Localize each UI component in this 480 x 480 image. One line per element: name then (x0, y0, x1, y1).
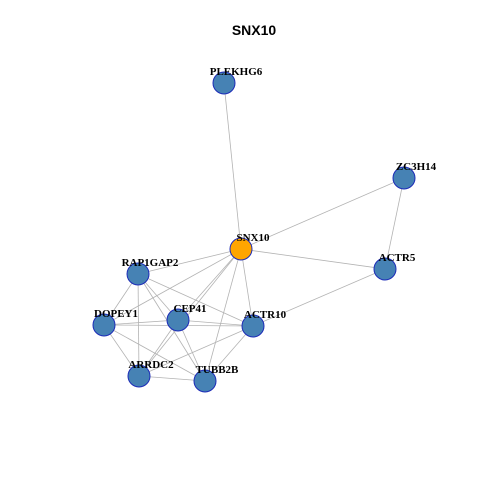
edge-actr10-tubb2b (204, 325, 254, 382)
edge-snx10-rap1gap2 (137, 248, 242, 275)
node-zc3h14[interactable]: ZC3H14 (392, 161, 437, 190)
node-tubb2b[interactable]: TUBB2B (193, 364, 239, 393)
node-label-dopey1: DOPEY1 (94, 308, 138, 320)
edge-plekhg6-snx10 (223, 82, 242, 250)
node-rap1gap2[interactable]: RAP1GAP2 (122, 257, 179, 286)
node-snx10[interactable]: SNX10 (229, 232, 270, 261)
node-circle-dopey1[interactable] (92, 313, 116, 337)
node-label-rap1gap2: RAP1GAP2 (122, 257, 179, 269)
node-label-snx10: SNX10 (236, 232, 270, 244)
node-dopey1[interactable]: DOPEY1 (92, 308, 138, 337)
diagram-title: SNX10 (232, 22, 277, 38)
node-label-cep41: CEP41 (174, 303, 207, 315)
node-actr5[interactable]: ACTR5 (373, 252, 416, 281)
node-actr10[interactable]: ACTR10 (241, 309, 287, 338)
node-label-actr10: ACTR10 (244, 309, 287, 321)
node-cep41[interactable]: CEP41 (166, 303, 207, 332)
edge-snx10-arrdc2 (138, 248, 242, 377)
node-circle-rap1gap2[interactable] (126, 262, 150, 286)
node-circle-tubb2b[interactable] (193, 369, 217, 393)
node-label-zc3h14: ZC3H14 (396, 161, 437, 173)
edge-cep41-actr10 (177, 319, 254, 327)
node-label-plekhg6: PLEKHG6 (210, 66, 263, 78)
edge-snx10-tubb2b (204, 248, 242, 382)
node-plekhg6[interactable]: PLEKHG6 (210, 66, 263, 95)
edge-actr5-actr10 (252, 268, 386, 327)
node-label-arrdc2: ARRDC2 (128, 359, 174, 371)
node-label-tubb2b: TUBB2B (196, 364, 239, 376)
node-circle-cep41[interactable] (166, 308, 190, 332)
node-circle-snx10[interactable] (229, 237, 253, 261)
edge-snx10-zc3h14 (240, 177, 405, 250)
node-circle-zc3h14[interactable] (392, 166, 416, 190)
node-arrdc2[interactable]: ARRDC2 (127, 359, 174, 388)
edge-snx10-dopey1 (103, 248, 242, 326)
edge-zc3h14-actr5 (384, 177, 405, 270)
node-circle-arrdc2[interactable] (127, 364, 151, 388)
edge-rap1gap2-actr10 (137, 273, 254, 327)
node-circle-plekhg6[interactable] (212, 71, 236, 95)
node-circle-actr5[interactable] (373, 257, 397, 281)
edge-snx10-actr10 (240, 248, 254, 327)
edge-snx10-cep41 (177, 248, 242, 321)
node-label-actr5: ACTR5 (379, 252, 416, 264)
node-circle-actr10[interactable] (241, 314, 265, 338)
edge-dopey1-tubb2b (103, 324, 206, 382)
edge-dopey1-cep41 (103, 319, 179, 326)
edge-snx10-actr5 (240, 248, 386, 270)
edge-actr10-arrdc2 (138, 325, 254, 377)
